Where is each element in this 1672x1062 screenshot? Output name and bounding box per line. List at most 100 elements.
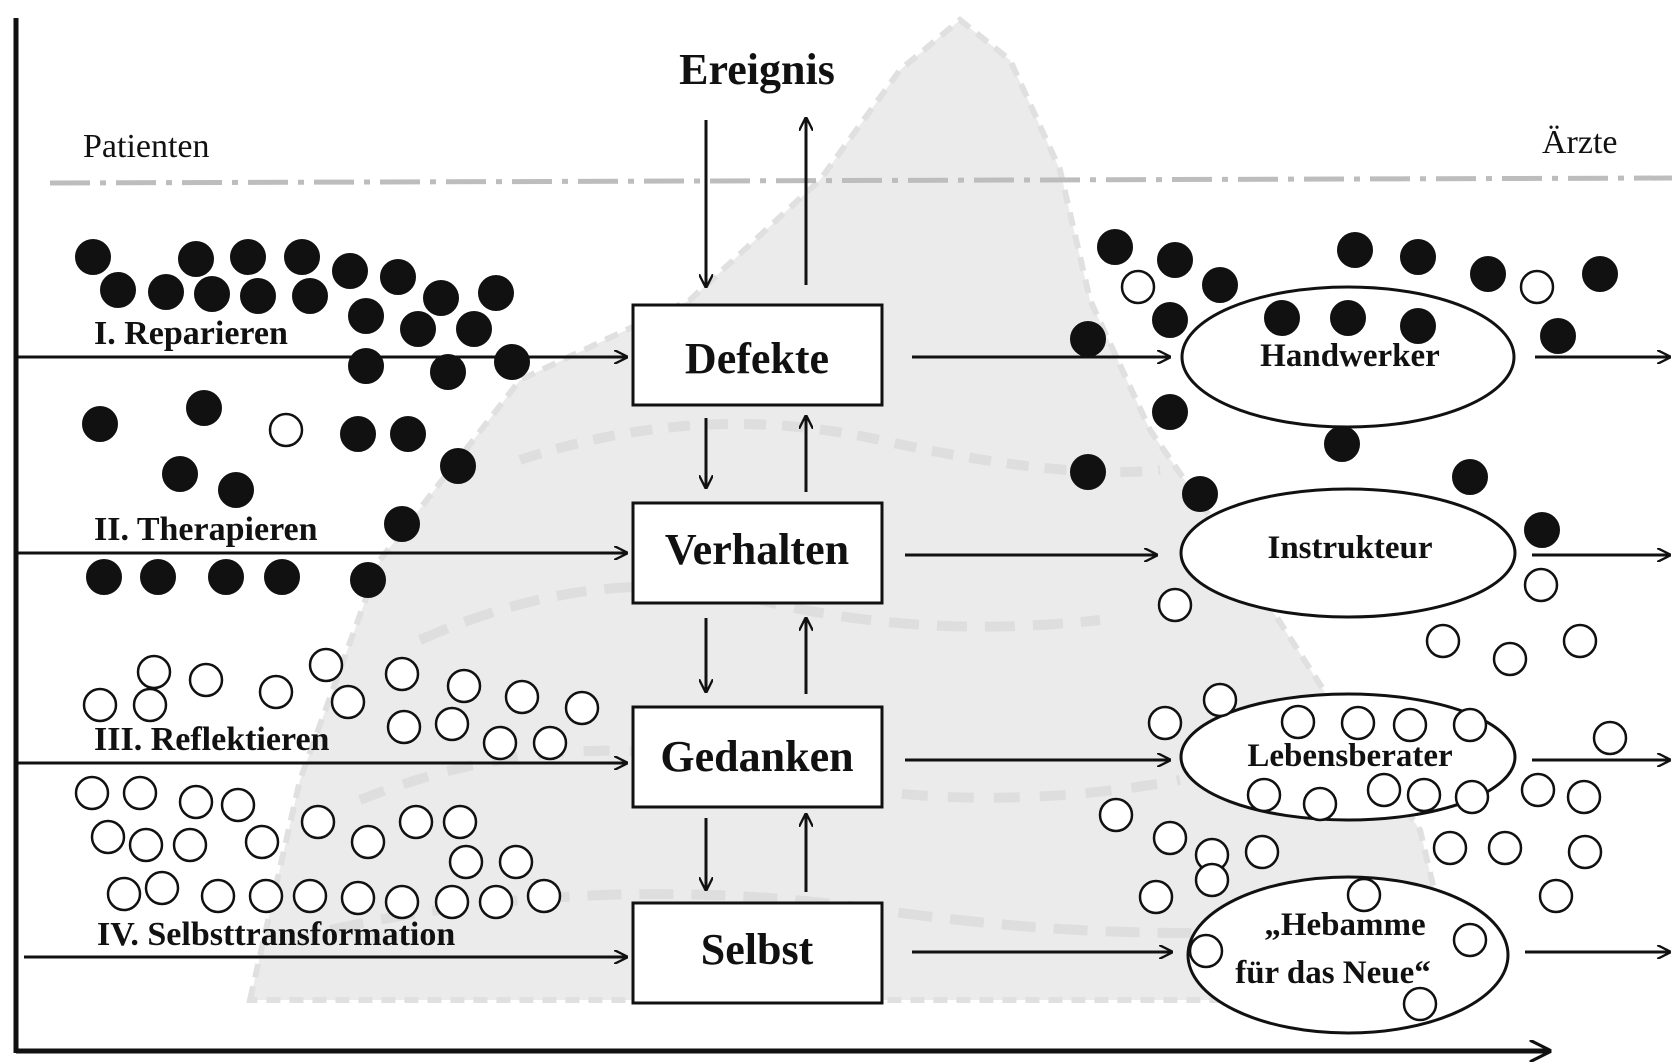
- filled-dot: [1400, 308, 1436, 344]
- filled-dot: [440, 448, 476, 484]
- filled-dot: [86, 559, 122, 595]
- hollow-dot: [132, 687, 168, 723]
- hollow-dot: [1346, 877, 1382, 913]
- hollow-dot: [1566, 779, 1602, 815]
- hollow-dot: [1244, 834, 1280, 870]
- hollow-dot: [136, 654, 172, 690]
- hollow-dot: [1152, 820, 1188, 856]
- hollow-dot: [1487, 830, 1523, 866]
- hollow-dot: [1120, 269, 1156, 305]
- hollow-dot: [300, 804, 336, 840]
- hollow-dot: [448, 844, 484, 880]
- box-selbst: Selbst: [631, 901, 884, 1005]
- filled-dot: [494, 344, 530, 380]
- waterline: [49, 175, 1672, 186]
- filled-dot: [194, 276, 230, 312]
- filled-dot: [400, 311, 436, 347]
- box-verhalten: Verhalten: [631, 501, 884, 605]
- filled-dot: [218, 472, 254, 508]
- filled-dot: [1324, 426, 1360, 462]
- hollow-dot: [1425, 623, 1461, 659]
- filled-dot: [230, 239, 266, 275]
- hollow-dot: [1454, 779, 1490, 815]
- filled-dot: [1182, 476, 1218, 512]
- patients-label: Patienten: [83, 128, 210, 165]
- filled-dot: [284, 239, 320, 275]
- filled-dot: [1337, 232, 1373, 268]
- hollow-dot: [1519, 269, 1555, 305]
- hollow-dot: [446, 668, 482, 704]
- hollow-dot: [564, 690, 600, 726]
- filled-dot: [240, 278, 276, 314]
- hollow-dot: [308, 647, 344, 683]
- hollow-dot: [144, 870, 180, 906]
- role-hebamme-label-line1: „Hebamme: [1264, 907, 1425, 943]
- hollow-dot: [1592, 720, 1628, 756]
- event-title: Ereignis: [679, 45, 835, 94]
- hollow-dot: [434, 884, 470, 920]
- hollow-dot: [220, 787, 256, 823]
- hollow-dot: [384, 656, 420, 692]
- hollow-dot: [82, 687, 118, 723]
- hollow-dot: [1432, 830, 1468, 866]
- hollow-dot: [244, 824, 280, 860]
- hollow-dot: [268, 412, 304, 448]
- role-instrukteur: Instrukteur: [1179, 487, 1517, 619]
- filled-dot: [430, 354, 466, 390]
- filled-dot: [1097, 229, 1133, 265]
- level-1-label: I. Reparieren: [94, 315, 288, 352]
- filled-dot: [1452, 459, 1488, 495]
- filled-dot: [423, 280, 459, 316]
- hollow-dot: [498, 844, 534, 880]
- hollow-dot: [1567, 834, 1603, 870]
- hollow-dot: [1562, 623, 1598, 659]
- level-3-label: III. Reflektieren: [94, 721, 330, 758]
- hollow-dot: [504, 679, 540, 715]
- hollow-dot: [398, 804, 434, 840]
- hollow-dot: [292, 878, 328, 914]
- hollow-dot: [1138, 879, 1174, 915]
- filled-dot: [348, 298, 384, 334]
- hollow-dot: [1246, 777, 1282, 813]
- filled-dot: [178, 241, 214, 277]
- filled-dot: [380, 259, 416, 295]
- filled-dot: [100, 272, 136, 308]
- filled-dot: [1152, 394, 1188, 430]
- filled-dot: [384, 506, 420, 542]
- role-handwerker-label: Handwerker: [1260, 338, 1440, 374]
- hollow-dot: [1406, 777, 1442, 813]
- filled-dot: [478, 275, 514, 311]
- hollow-dot: [128, 827, 164, 863]
- filled-dot: [348, 348, 384, 384]
- hollow-dot: [90, 819, 126, 855]
- filled-dot: [332, 253, 368, 289]
- box-gedanken-label: Gedanken: [660, 732, 853, 781]
- filled-dot: [292, 278, 328, 314]
- box-defekte: Defekte: [631, 303, 884, 407]
- filled-dot: [1070, 454, 1106, 490]
- hollow-dot: [1538, 878, 1574, 914]
- filled-dot: [340, 416, 376, 452]
- hollow-dot: [1520, 772, 1556, 808]
- hollow-dot: [258, 674, 294, 710]
- hollow-dot: [434, 706, 470, 742]
- hollow-dot: [526, 878, 562, 914]
- hollow-dot: [340, 880, 376, 916]
- hollow-dot: [1098, 797, 1134, 833]
- hollow-dot: [248, 878, 284, 914]
- hollow-dot: [386, 709, 422, 745]
- filled-dot: [82, 406, 118, 442]
- hollow-dot: [178, 784, 214, 820]
- hollow-dot: [1157, 587, 1193, 623]
- box-selbst-label: Selbst: [701, 925, 814, 974]
- hollow-dot: [106, 876, 142, 912]
- hollow-dot: [1280, 704, 1316, 740]
- hollow-dot: [1452, 922, 1488, 958]
- hollow-dot: [1392, 707, 1428, 743]
- filled-dot: [75, 239, 111, 275]
- filled-dot: [350, 562, 386, 598]
- hollow-dot: [442, 804, 478, 840]
- hollow-dot: [1202, 682, 1238, 718]
- hollow-dot: [330, 684, 366, 720]
